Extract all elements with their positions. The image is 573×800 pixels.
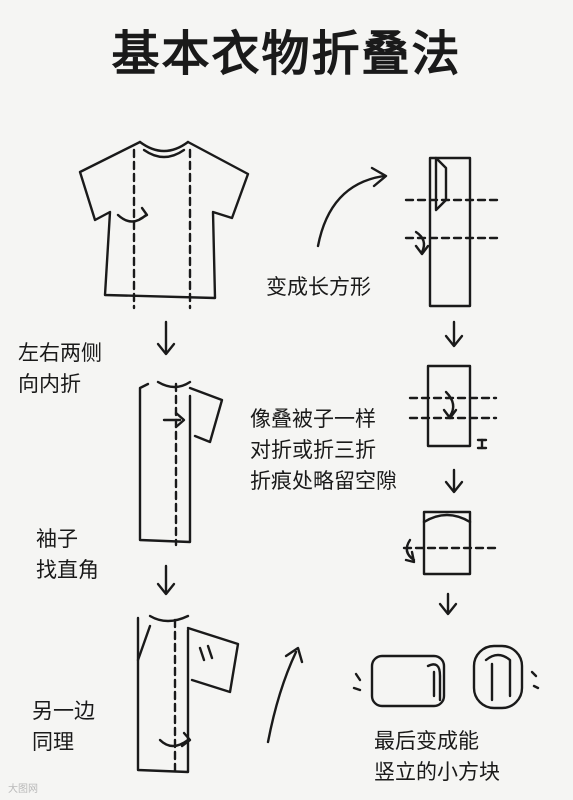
folded-rectangle-icon bbox=[408, 364, 498, 450]
step-other-side-label: 另一边 同理 bbox=[32, 699, 95, 754]
down-arrow-icon bbox=[444, 320, 464, 348]
watermark: 大图网 bbox=[8, 784, 38, 795]
rectangle-shape-icon bbox=[404, 156, 502, 308]
down-arrow-icon bbox=[156, 320, 176, 356]
tshirt-flat-icon bbox=[78, 140, 250, 310]
tshirt-sides-folded-icon bbox=[138, 380, 224, 547]
step-sleeves-label: 袖子 找直角 bbox=[36, 527, 99, 582]
final-blocks-icon bbox=[352, 644, 540, 710]
down-arrow-icon bbox=[444, 468, 464, 494]
down-arrow-icon bbox=[156, 564, 176, 596]
step-fold-sides-label: 左右两侧 向内折 bbox=[18, 341, 102, 396]
page-title: 基本衣物折叠法 bbox=[111, 26, 462, 82]
curved-arrow-up-icon bbox=[266, 646, 304, 744]
step-rectangle-label: 变成长方形 bbox=[266, 275, 371, 299]
tshirt-sleeve-folded-icon bbox=[136, 614, 240, 777]
folded-block-icon bbox=[402, 510, 502, 576]
down-arrow-icon bbox=[438, 592, 458, 616]
step-fold-like-quilt-label: 像叠被子一样 对折或折三折 折痕处略留空隙 bbox=[250, 407, 397, 493]
step-final-label: 最后变成能 竖立的小方块 bbox=[374, 729, 500, 784]
curved-arrow-icon bbox=[316, 166, 388, 248]
